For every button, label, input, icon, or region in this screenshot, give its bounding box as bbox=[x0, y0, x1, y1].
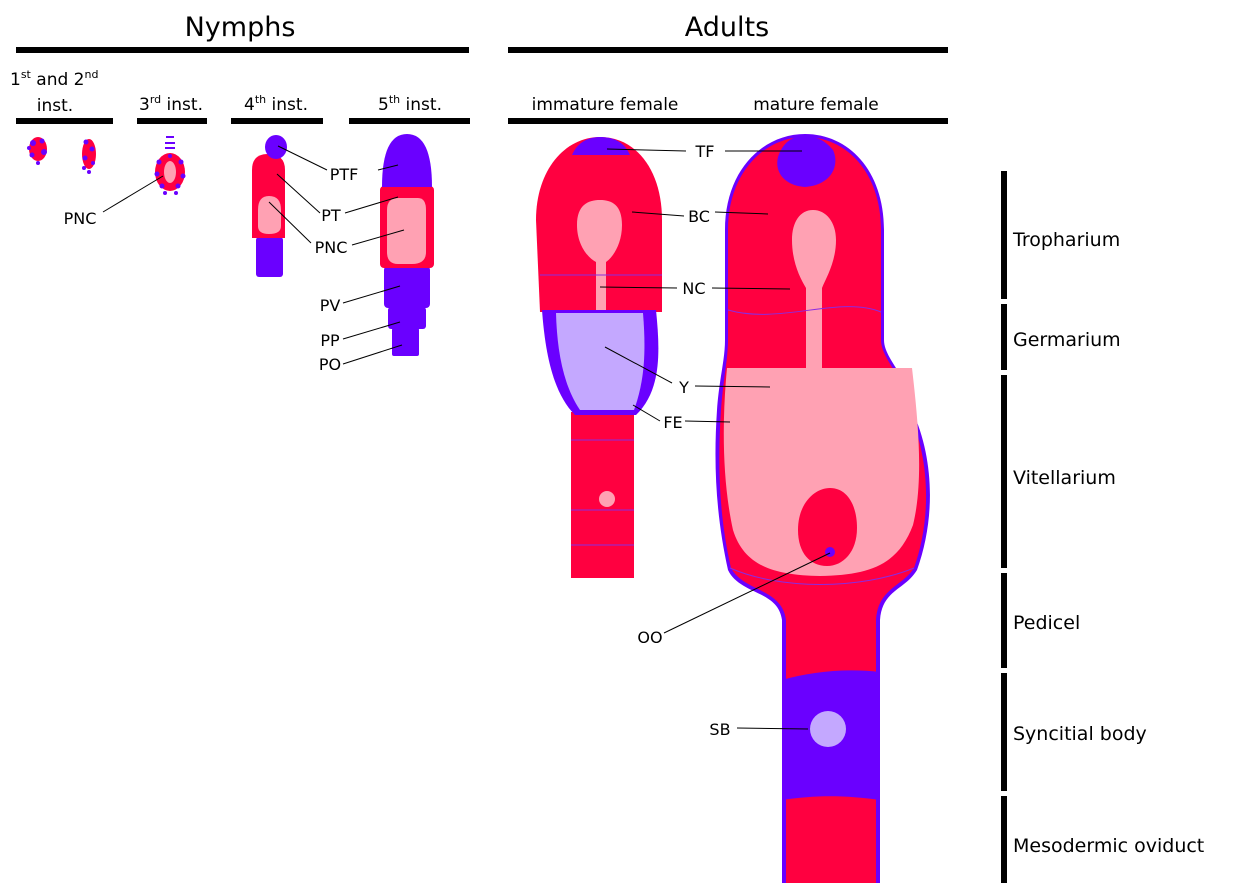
label-sb: SB bbox=[709, 720, 730, 739]
region-bar-tropharium bbox=[1001, 171, 1007, 299]
stage-5th-label: 5th inst. bbox=[378, 93, 442, 115]
mature-female-ovariole bbox=[715, 134, 929, 883]
label-oo: OO bbox=[637, 628, 662, 647]
region-germarium: Germarium bbox=[1013, 329, 1121, 351]
stage-1st-2nd-label: 1st and 2nd bbox=[10, 68, 98, 90]
label-nc: NC bbox=[682, 279, 705, 298]
stage-3rd-label: 3rd inst. bbox=[139, 93, 203, 115]
region-tropharium: Tropharium bbox=[1012, 229, 1120, 251]
stage-5th-bar bbox=[349, 118, 470, 124]
label-pt: PT bbox=[321, 206, 341, 225]
stage-4th-label: 4th inst. bbox=[244, 93, 308, 115]
region-syncitial-body: Syncitial body bbox=[1013, 723, 1147, 745]
label-y: Y bbox=[678, 378, 689, 397]
label-pnc-3rd: PNC bbox=[64, 209, 97, 228]
label-po: PO bbox=[319, 355, 341, 374]
region-bar-germarium bbox=[1001, 304, 1007, 370]
stage-1st-2nd-bar bbox=[16, 118, 113, 124]
adults-stage-bar bbox=[508, 118, 948, 124]
label-ptf: PTF bbox=[330, 165, 359, 184]
label-pnc: PNC bbox=[315, 238, 348, 257]
region-bar-mesodermic-oviduct bbox=[1001, 796, 1007, 883]
immature-female-ovariole bbox=[536, 137, 662, 578]
immature-female-label: immature female bbox=[532, 95, 679, 115]
nymphs-bar bbox=[16, 47, 469, 53]
region-bar-pedicel bbox=[1001, 573, 1007, 668]
region-pedicel: Pedicel bbox=[1013, 612, 1080, 634]
label-fe: FE bbox=[663, 413, 682, 432]
region-mesodermic-oviduct: Mesodermic oviduct bbox=[1013, 835, 1204, 857]
region-vitellarium: Vitellarium bbox=[1013, 467, 1116, 489]
nymphs-title: Nymphs bbox=[185, 12, 296, 43]
mature-female-label: mature female bbox=[753, 95, 879, 115]
label-pv: PV bbox=[320, 296, 341, 315]
adults-title: Adults bbox=[685, 12, 769, 43]
label-bc: BC bbox=[688, 207, 710, 226]
instar-1-cluster bbox=[27, 137, 47, 165]
adults-bar bbox=[508, 47, 948, 53]
region-bar-vitellarium bbox=[1001, 375, 1007, 568]
stage-3rd-bar bbox=[137, 118, 207, 124]
instar-4-ovariole bbox=[252, 135, 287, 277]
label-tf: TF bbox=[695, 142, 715, 161]
instar-2-cluster bbox=[82, 139, 96, 174]
label-pp: PP bbox=[320, 331, 340, 350]
instar-3-ovariole bbox=[155, 136, 186, 195]
region-bar-syncitial-body bbox=[1001, 673, 1007, 791]
stage-4th-bar bbox=[231, 118, 323, 124]
stage-1st-2nd-label-line2: inst. bbox=[37, 96, 73, 116]
